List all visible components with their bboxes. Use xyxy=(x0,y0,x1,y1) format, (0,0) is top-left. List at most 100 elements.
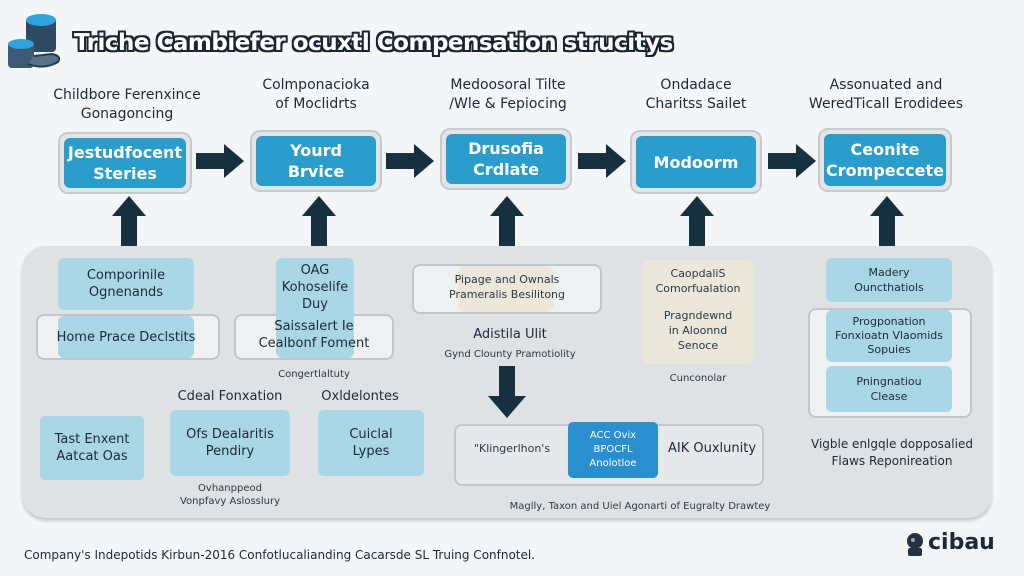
section-heading: Oxldelontes xyxy=(321,389,399,404)
brand-logo: cibau xyxy=(928,530,995,555)
note-line: Flaws Reponireation xyxy=(831,454,953,468)
section-heading: Adistila Ulit xyxy=(473,327,547,342)
step-box-label: Crompeccete xyxy=(826,161,944,180)
beige-bottom-label: Pragndewnd in Aloonnd Senoce xyxy=(642,308,754,353)
box-label: Ouncthatiols xyxy=(854,281,924,294)
step-caption: Medoosoral Tilte /Wle & Fepiocing xyxy=(408,76,608,114)
box-label: BPOCFL xyxy=(593,444,633,455)
arrow-up-icon xyxy=(870,196,904,246)
step-caption: Colmponacioka of Moclidrts xyxy=(216,76,416,114)
step-box-label: Steries xyxy=(93,164,157,183)
step-box-inner: Yourd Brvice xyxy=(256,136,376,186)
database-stack-icon xyxy=(8,14,61,68)
beige-box[interactable] xyxy=(642,260,754,364)
note-line: Vonpfavy Aslosslury xyxy=(179,496,281,507)
step-caption-line: Medoosoral Tilte xyxy=(450,77,566,93)
box-label: Pningnatiou xyxy=(856,375,922,388)
sub-heading: Gynd Clounty Pramotiolity xyxy=(444,349,576,360)
box-label: CaopdaliS xyxy=(670,267,726,280)
component-box[interactable]: OAG Kohoselife Duy xyxy=(276,258,354,358)
box-label: Progponation xyxy=(852,315,926,328)
step-box-inner: Ceonite Crompeccete xyxy=(824,134,946,186)
step-box-4[interactable]: Modoorm xyxy=(630,130,762,194)
arrow-up-icon xyxy=(490,196,524,246)
box-label: Anolotloe xyxy=(589,458,637,469)
box-label: Comporinile xyxy=(86,268,166,283)
component-box[interactable]: Tast Enxent Aatcat Oas xyxy=(40,416,144,480)
step-box-1[interactable]: Jestudfocent Steries xyxy=(58,132,192,194)
box-label: Duy xyxy=(302,297,328,312)
note-line: Ovhanppeod xyxy=(198,483,262,494)
arrow-up-icon xyxy=(302,196,336,246)
step-box-2[interactable]: Yourd Brvice xyxy=(250,130,382,192)
box-label: Cuiclal xyxy=(349,427,393,442)
step-box-label: Crdlate xyxy=(473,160,539,179)
step-caption: Childbore Ferenxince Gonagoncing xyxy=(27,86,227,124)
step-box-inner: Modoorm xyxy=(636,136,756,188)
beige-top-label: CaopdaliS Comorfualation xyxy=(642,266,754,296)
footer-text: Company's Indepotids Kirbun-2016 Confotl… xyxy=(24,548,536,562)
step-box-inner: Jestudfocent Steries xyxy=(64,138,186,188)
arrow-right-icon xyxy=(196,144,244,178)
box-label: Ofs Dealaritis xyxy=(186,427,274,442)
note: Vigble enlgqle dopposalied Flaws Reponir… xyxy=(796,436,988,470)
component-box[interactable]: Madery Ouncthatiols xyxy=(826,258,952,302)
arrow-up-icon xyxy=(112,196,146,246)
note-line: Vigble enlgqle dopposalied xyxy=(811,437,973,451)
step-caption: Ondadace Charitss Sailet xyxy=(596,76,796,114)
component-box[interactable]: Home Prace Declstits xyxy=(56,316,196,358)
frame-label: Pipage and Ownals Prameralis Besilitong xyxy=(412,272,602,302)
box-label: in Aloonnd xyxy=(668,324,728,337)
step-box-5[interactable]: Ceonite Crompeccete xyxy=(818,128,952,192)
component-box[interactable]: Comporinile Ognenands xyxy=(58,258,194,310)
pipeline-center-box[interactable]: ACC Ovix BPOCFL Anolotloe xyxy=(568,422,658,478)
step-caption: Assonuated and WeredTicall Erodidees xyxy=(786,76,986,114)
step-caption-line: Gonagoncing xyxy=(80,106,174,122)
step-caption-line: Charitss Sailet xyxy=(645,96,747,112)
step-box-label: Yourd xyxy=(290,141,342,160)
box-label: Ognenands xyxy=(88,285,164,300)
box-label: Saissalert Ie xyxy=(274,319,354,334)
arrow-right-icon xyxy=(578,144,626,178)
step-caption-line: Childbore Ferenxince xyxy=(53,87,201,103)
step-caption-line: WeredTicall Erodidees xyxy=(808,96,964,112)
step-box-label: Modoorm xyxy=(653,152,739,172)
component-box[interactable]: Cuiclal Lypes xyxy=(318,410,424,476)
box-label: Kohoselife xyxy=(281,280,349,295)
box-label: Pipage and Ownals xyxy=(454,273,560,286)
box-label: Home Prace Declstits xyxy=(56,329,196,345)
step-box-label: Brvice xyxy=(287,162,345,181)
box-label: Tast Enxent xyxy=(54,432,130,447)
step-box-label: Ceonite xyxy=(850,140,920,159)
note: Ovhanppeod Vonpfavy Aslosslury xyxy=(170,482,290,508)
step-box-inner: Drusofia Crdlate xyxy=(446,134,566,184)
box-label: Fonxioatn Vlaomids xyxy=(835,329,943,342)
frame-label: Saissalert Ie Cealbonf Foment xyxy=(234,318,394,352)
component-box[interactable]: Progponation Fonxioatn Vlaomids Sopuies xyxy=(826,310,952,362)
component-box[interactable]: Pningnatiou Clease xyxy=(826,366,952,412)
box-label: Lypes xyxy=(352,444,390,459)
section-heading: Cdeal Fonxation xyxy=(177,389,283,404)
arrow-down-icon xyxy=(488,366,526,418)
box-label: Prameralis Besilitong xyxy=(449,288,565,301)
arrow-up-icon xyxy=(680,196,714,246)
box-label: OAG xyxy=(300,263,330,278)
step-box-3[interactable]: Drusofia Crdlate xyxy=(440,128,572,190)
step-caption-line: Ondadace xyxy=(660,77,732,93)
box-label: Clease xyxy=(870,390,908,403)
step-box-label: Jestudfocent xyxy=(67,143,183,162)
beige-highlight xyxy=(458,266,554,312)
box-label: Senoce xyxy=(677,339,719,352)
step-caption-line: Assonuated and xyxy=(829,77,943,93)
sub-caption: Congertlaltuty xyxy=(278,369,350,380)
component-box[interactable]: Ofs Dealaritis Pendiry xyxy=(170,410,290,476)
page-title: Triche Cambiefer ocuxtl Compensation str… xyxy=(74,30,673,56)
box-label: Cealbonf Foment xyxy=(258,336,370,351)
pipeline-left-label: "Klingerlhon's xyxy=(473,442,551,455)
box-label: Pendiry xyxy=(205,444,255,459)
box-label: Comorfualation xyxy=(655,282,741,295)
arrow-right-icon xyxy=(768,144,816,178)
pipeline-note: Maglly, Taxon and Uiel Agonarti of Eugra… xyxy=(509,501,771,512)
box-label: Madery xyxy=(868,266,910,279)
step-caption-line: of Moclidrts xyxy=(275,96,357,112)
